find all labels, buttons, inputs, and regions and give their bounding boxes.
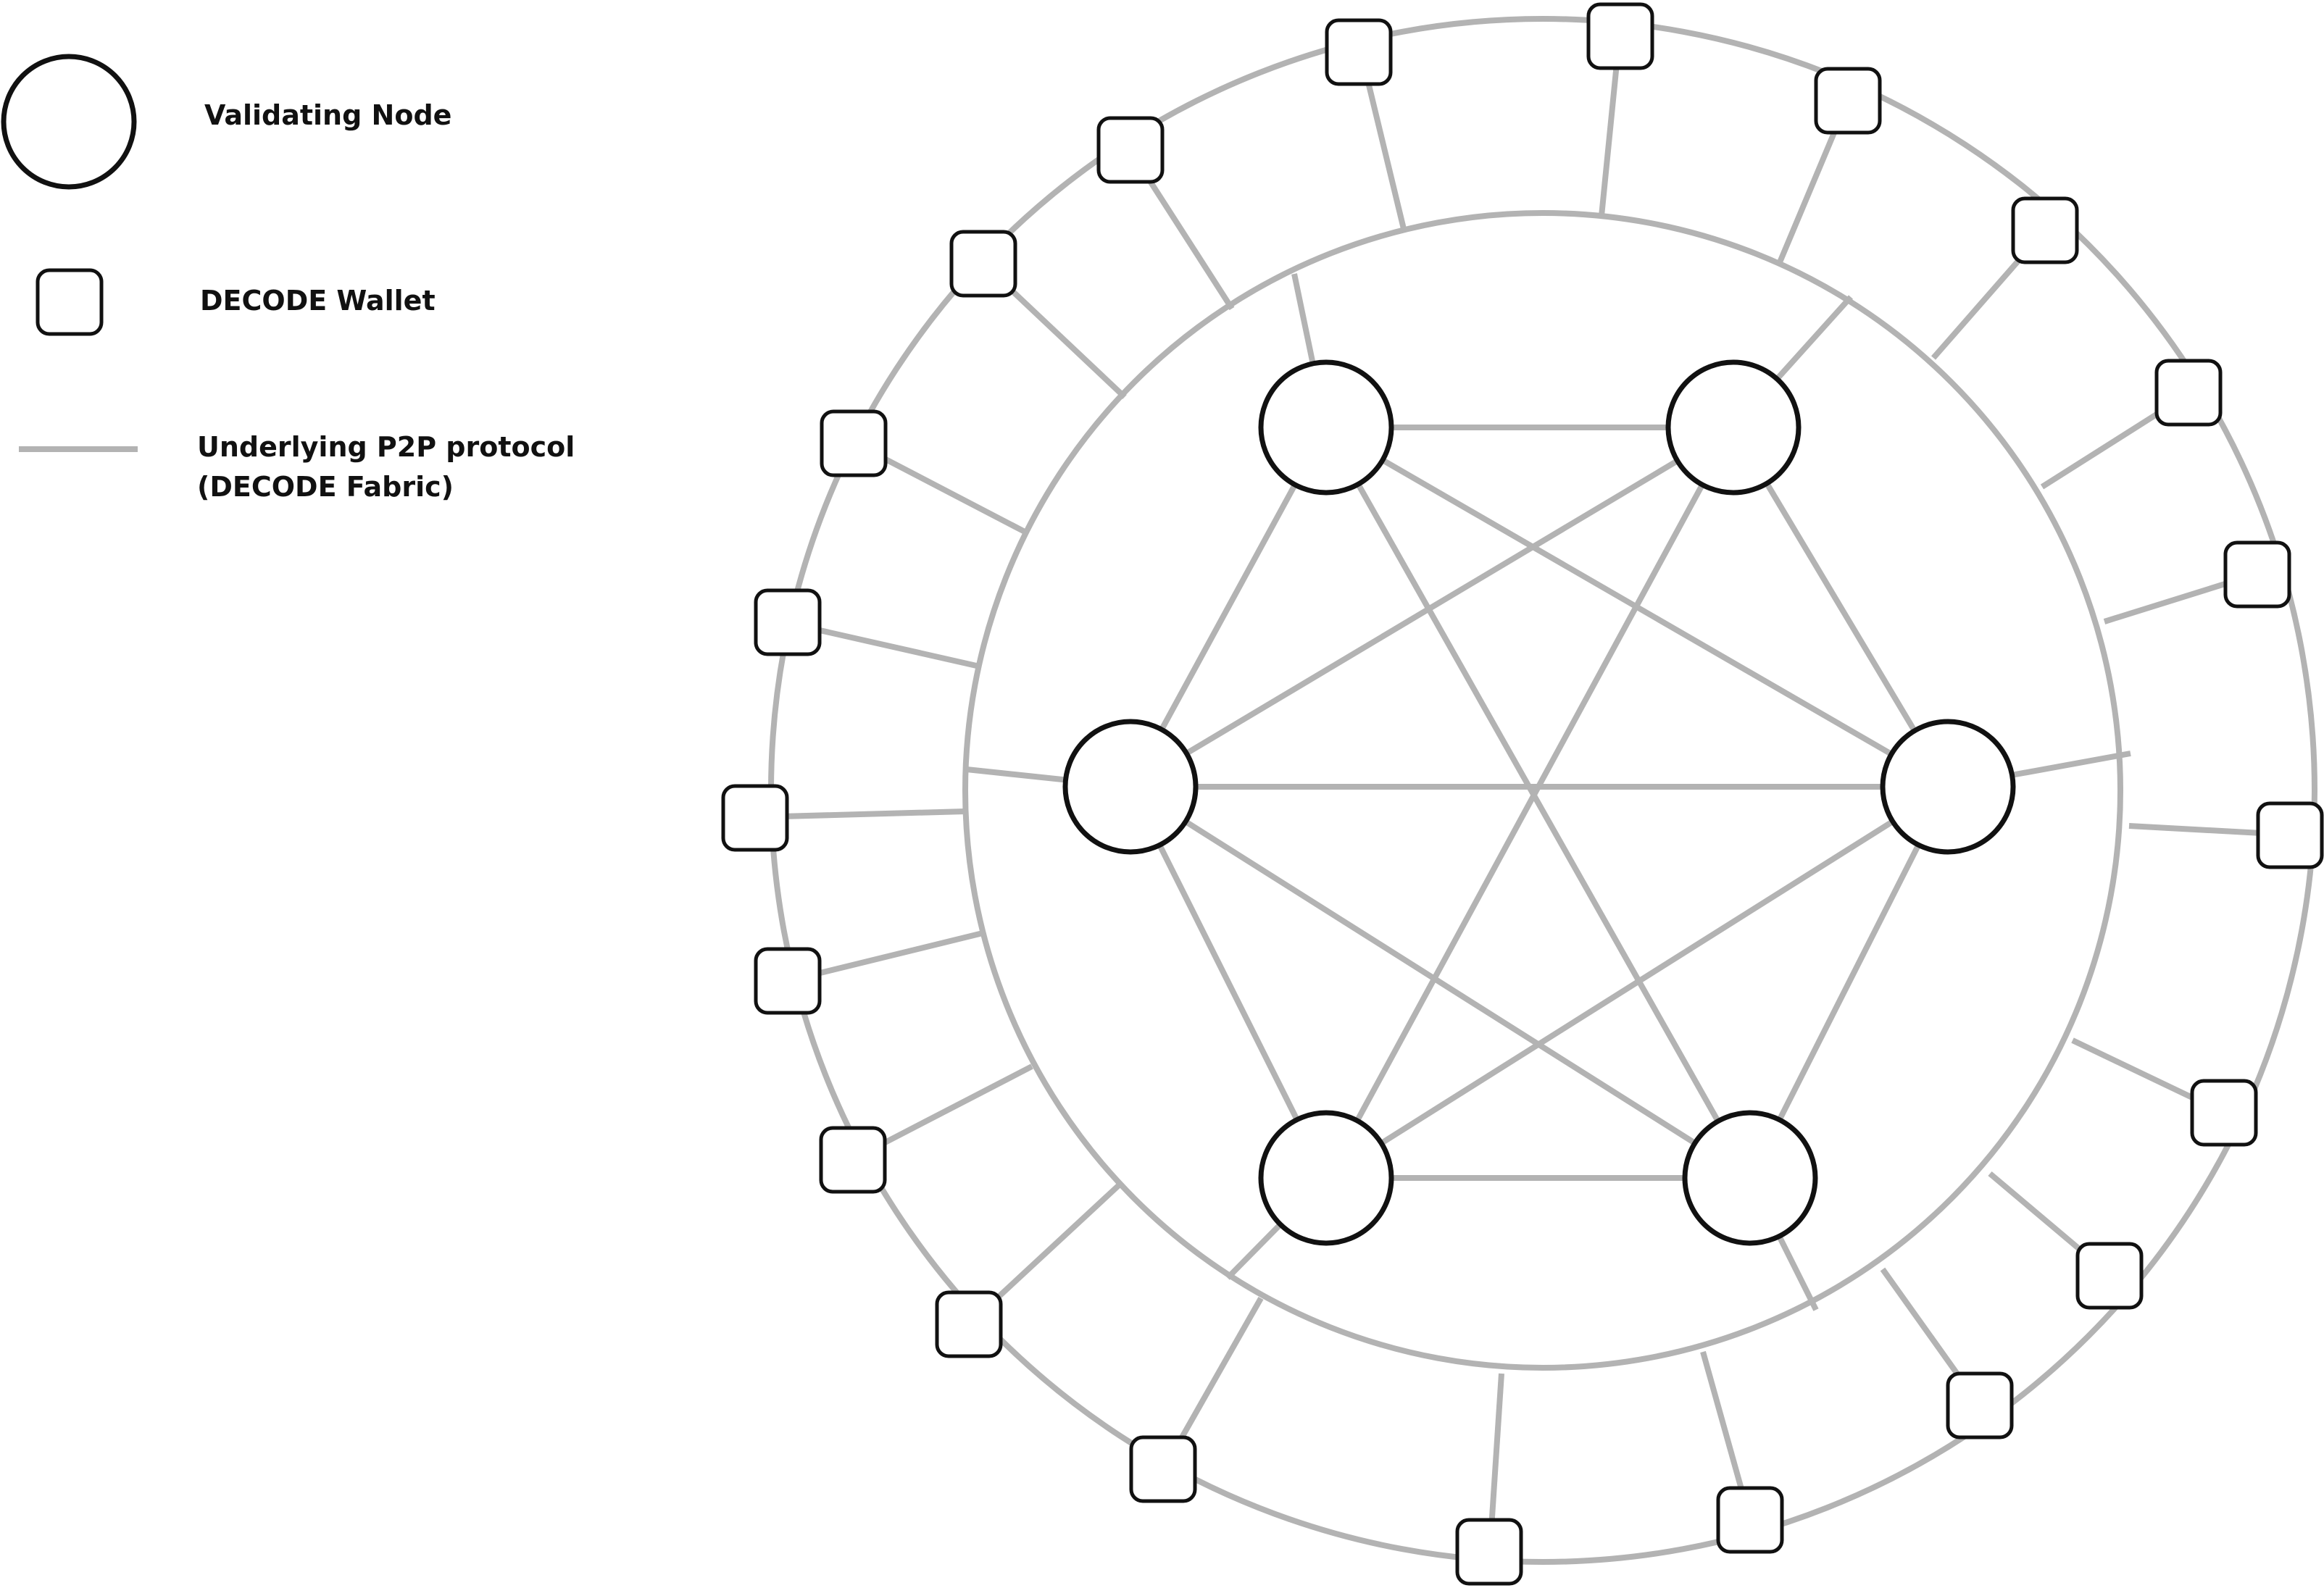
wallet — [754, 947, 822, 1015]
wallet — [1586, 2, 1654, 70]
legend-protocol-label-line2: (DECODE Fabric) — [197, 471, 454, 503]
wallet — [935, 1290, 1003, 1358]
wallet — [2223, 540, 2291, 609]
mesh-link — [1128, 426, 1329, 788]
wallet — [2011, 196, 2079, 264]
wallet — [819, 1126, 887, 1194]
validating-node — [1665, 359, 1802, 496]
wallet — [949, 230, 1017, 298]
mesh-link — [1324, 784, 1950, 1181]
validating-nodes — [1062, 359, 2016, 1246]
wallet — [1946, 1371, 2014, 1439]
wallet — [1129, 1435, 1197, 1503]
wallet — [754, 588, 822, 656]
wallet — [1716, 1486, 1784, 1554]
mesh-link — [1323, 426, 1736, 1179]
wallet — [1455, 1518, 1523, 1586]
wallet — [2190, 1079, 2258, 1147]
legend-protocol-label-line1: Underlying P2P protocol — [197, 431, 575, 463]
wallet-link — [754, 808, 966, 820]
mesh-link — [1128, 784, 1752, 1181]
mesh-link — [1747, 785, 1951, 1179]
mesh-link — [1323, 426, 1753, 1179]
mesh-link — [1128, 785, 1329, 1179]
legend-node-symbol — [1, 54, 137, 190]
legend-wallet-symbol — [36, 268, 104, 336]
validating-node — [1258, 359, 1394, 496]
legend: Validating Node DECODE Wallet Underlying… — [1, 54, 575, 503]
validating-node — [1062, 719, 1199, 855]
wallet — [2075, 1242, 2144, 1310]
wallet — [721, 784, 789, 852]
validating-node — [1682, 1110, 1818, 1246]
wallet — [820, 409, 888, 477]
legend-node-label: Validating Node — [204, 99, 451, 131]
wallet — [2154, 359, 2223, 427]
mesh-link — [1730, 425, 1951, 789]
legend-wallet-label: DECODE Wallet — [200, 285, 436, 317]
validating-node — [1880, 719, 2016, 855]
wallet — [1096, 116, 1165, 184]
node-mesh-links — [1128, 425, 1951, 1181]
inner-ring — [962, 210, 2123, 1371]
mesh-link — [1128, 425, 1736, 790]
wallet — [1814, 67, 1882, 135]
wallet — [1325, 18, 1393, 86]
wallet — [2256, 801, 2324, 869]
validating-node — [1258, 1110, 1394, 1246]
wallets — [721, 2, 2324, 1586]
